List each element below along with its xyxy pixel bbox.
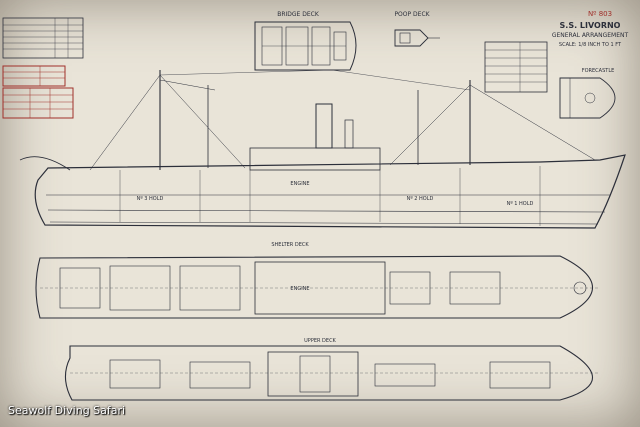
profile-hold-2-label: Nº 2 HOLD	[407, 196, 434, 202]
shelter-deck-plan: SHELTER DECK ENGINE	[35, 242, 600, 319]
upper-deck-plan: UPPER DECK	[64, 338, 600, 401]
upper-deck-label: UPPER DECK	[304, 338, 336, 344]
photo-credit: Seawolf Diving Safari	[8, 404, 126, 417]
profile-elevation: ENGINE Nº 2 HOLD Nº 1 HOLD Nº 3 HOLD	[19, 69, 626, 229]
ship-name: S.S. LIVORNO	[560, 21, 621, 30]
profile-engine-label: ENGINE	[290, 181, 309, 187]
bridge-deck-plan: BRIDGE DECK	[254, 11, 357, 71]
profile-hold-3-label: Nº 3 HOLD	[137, 196, 164, 202]
top-left-table	[2, 17, 84, 59]
poop-deck-plan: POOP DECK	[394, 11, 440, 47]
shelter-deck-label: SHELTER DECK	[271, 242, 309, 248]
right-table	[484, 41, 548, 93]
profile-hold-1-label: Nº 1 HOLD	[507, 201, 534, 207]
drawing-scale: SCALE: 1/8 INCH TO 1 FT	[559, 42, 622, 48]
forecastle-label: FORECASTLE	[582, 68, 615, 74]
shelter-engine-label: ENGINE	[290, 286, 309, 292]
drawing-number: Nº 803	[588, 10, 612, 18]
poop-deck-label: POOP DECK	[394, 11, 430, 18]
forecastle-plan: FORECASTLE	[559, 68, 616, 119]
drawing-subtitle: GENERAL ARRANGEMENT	[552, 32, 629, 39]
red-table-2	[2, 87, 74, 119]
title-block: Nº 803 S.S. LIVORNO GENERAL ARRANGEMENT …	[552, 10, 629, 48]
red-table-1	[2, 65, 66, 87]
bridge-deck-label: BRIDGE DECK	[277, 11, 320, 18]
